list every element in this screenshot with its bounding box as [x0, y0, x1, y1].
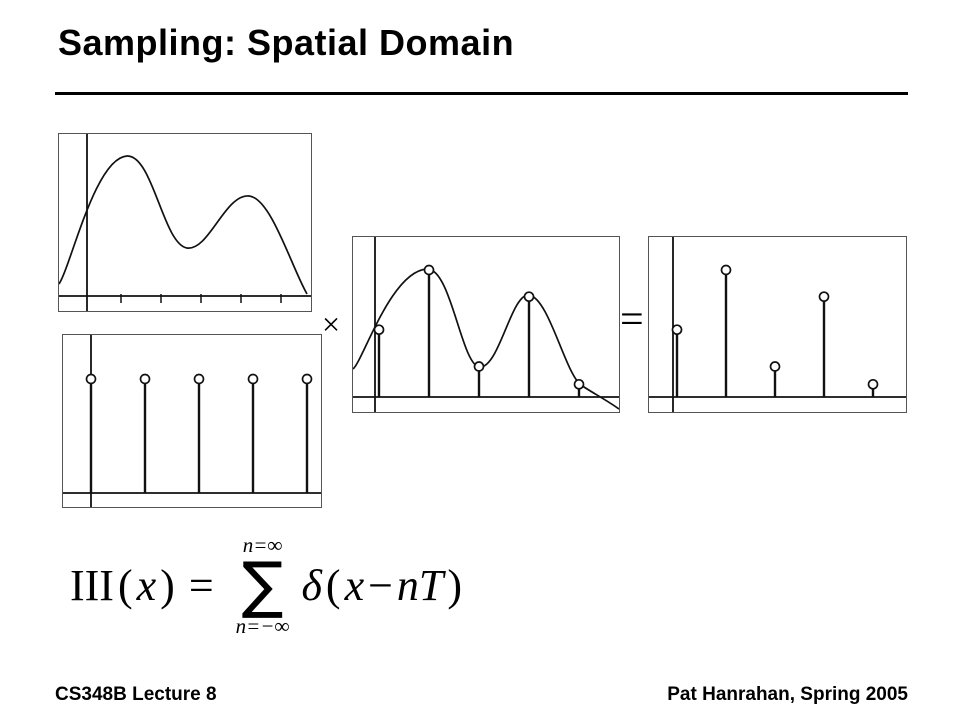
impulse-knob: [769, 361, 781, 372]
summation: n=∞ ∑ n=−∞: [236, 534, 290, 637]
formula-minus: −: [368, 560, 393, 610]
multiply-operator: ×: [322, 306, 341, 342]
impulse-knob: [139, 373, 151, 385]
impulse-train-plot: [63, 335, 321, 507]
title-rule: [55, 92, 908, 95]
formula-func: III: [70, 560, 114, 610]
comb-impulses: [85, 373, 313, 493]
summation-lower-limit: n=−∞: [235, 613, 290, 638]
footer: CS348B Lecture 8 Pat Hanrahan, Spring 20…: [55, 684, 908, 706]
sampled-result-panel: [648, 236, 907, 413]
sampled-product-panel: [352, 236, 620, 413]
sample-impulses: [373, 264, 585, 397]
impulse-knob: [193, 373, 205, 385]
impulse-knob: [671, 324, 683, 336]
impulse-knob: [473, 361, 485, 372]
shah-function-formula: III(x) = n=∞ ∑ n=−∞ δ(x − nT): [70, 534, 462, 637]
sigma-symbol: ∑: [241, 548, 284, 622]
formula-paren-close: ): [160, 560, 175, 610]
formula-term: nT: [396, 560, 444, 610]
footer-course: CS348B Lecture 8: [55, 684, 217, 705]
continuous-signal-plot: [59, 134, 311, 311]
equals-operator: =: [620, 297, 644, 343]
impulse-knob: [301, 373, 313, 385]
summation-upper-limit: n=∞: [242, 533, 283, 557]
formula-var-2: x: [344, 560, 365, 610]
impulse-knob: [247, 373, 259, 385]
sampled-product-plot: [353, 237, 619, 412]
footer-author: Pat Hanrahan, Spring 2005: [667, 684, 908, 705]
formula-var: x: [136, 560, 157, 610]
slide-title: Sampling: Spatial Domain: [58, 22, 515, 63]
sampled-result-plot: [649, 237, 906, 412]
impulse-knob: [373, 324, 385, 336]
impulse-knob: [523, 291, 535, 303]
sample-impulses: [671, 264, 879, 397]
impulse-knob: [720, 264, 732, 276]
formula-paren-close-2: ): [447, 560, 463, 610]
impulse-knob: [85, 373, 97, 385]
impulse-knob: [867, 378, 879, 390]
formula-delta: δ: [301, 560, 322, 610]
impulse-train-panel: [62, 334, 322, 508]
formula-paren-open-2: (: [325, 560, 341, 610]
formula-paren-open: (: [117, 560, 133, 610]
continuous-signal-panel: [58, 133, 312, 312]
impulse-knob: [818, 291, 830, 303]
signal-curve: [59, 155, 308, 295]
formula-equals: =: [188, 560, 214, 610]
impulse-knob: [573, 378, 585, 390]
impulse-knob: [423, 264, 435, 276]
